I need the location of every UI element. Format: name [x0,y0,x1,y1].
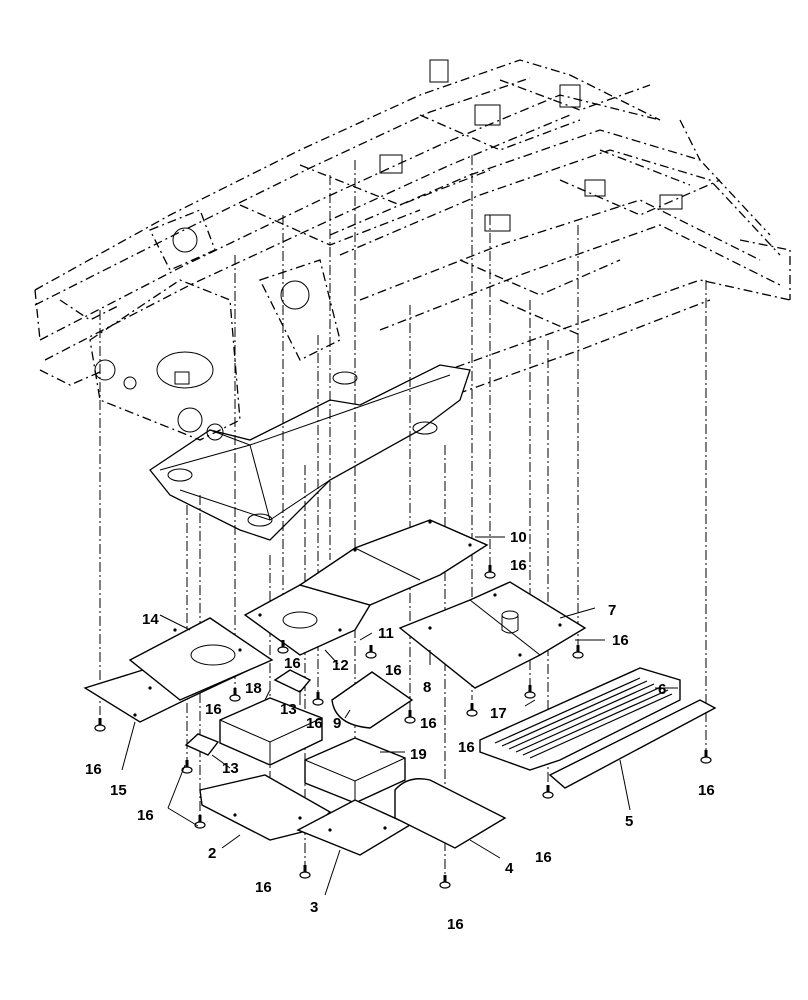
callout-16: 16 [420,715,437,732]
callout-10: 10 [510,529,527,546]
callout-16: 16 [535,849,552,866]
callout-13: 13 [222,760,239,777]
bolt [94,718,106,732]
bolt [484,565,496,579]
lower-deck [149,364,471,541]
callout-3: 3 [310,899,318,916]
part-6-grille [479,667,681,771]
bolt [542,785,554,799]
part-12-plate [243,584,372,656]
boom-mount [89,209,341,441]
callout-8: 8 [423,679,431,696]
callout-5: 5 [625,813,633,830]
callout-16: 16 [85,761,102,778]
callout-4: 4 [505,860,514,877]
callout-16: 16 [255,879,272,896]
bolt [524,685,536,699]
callout-7: 7 [608,602,616,619]
callout-16: 16 [612,632,629,649]
callout-16: 16 [137,807,154,824]
part-5-strip [548,699,717,789]
callout-16: 16 [306,715,323,732]
bolt [439,875,451,889]
callout-17: 17 [490,705,507,722]
leader-lines [121,536,678,896]
bolt [194,815,206,829]
bolt [572,645,584,659]
callout-16: 16 [284,655,301,672]
bolt [404,710,416,724]
part-4-plate [394,778,507,849]
callout-labels: 10 16 7 16 11 14 12 16 16 8 6 18 16 13 1… [85,529,715,933]
bolt [299,865,311,879]
bolt [277,640,289,654]
bolt [312,692,324,706]
callout-11: 11 [378,625,394,642]
bolt [700,750,712,764]
callout-16: 16 [447,916,464,933]
callout-15: 15 [110,782,127,799]
bolt [181,760,193,774]
callout-12: 12 [332,657,349,674]
bolt [466,703,478,717]
callout-19: 19 [410,746,427,763]
callout-16: 16 [205,701,222,718]
callout-18: 18 [245,680,262,697]
callout-6: 6 [658,681,666,698]
callout-16: 16 [385,662,402,679]
part-9-plate [331,671,414,729]
part-10-plate [298,519,489,606]
callout-16: 16 [698,782,715,799]
frame-brackets [379,59,683,232]
part-14-15-plate [83,617,274,723]
callout-13: 13 [280,701,297,718]
callout-14: 14 [142,611,159,628]
bolt [229,688,241,702]
callout-16: 16 [458,739,475,756]
bolts [94,565,712,889]
callout-9: 9 [333,715,341,732]
part-7-8-plate [398,581,587,689]
callout-16: 16 [510,557,527,574]
part-13-gaskets [184,669,312,756]
upper-frame [34,59,791,401]
callout-2: 2 [208,845,216,862]
part-18-box [219,697,323,766]
part-19-box [304,737,406,804]
bolt [365,645,377,659]
